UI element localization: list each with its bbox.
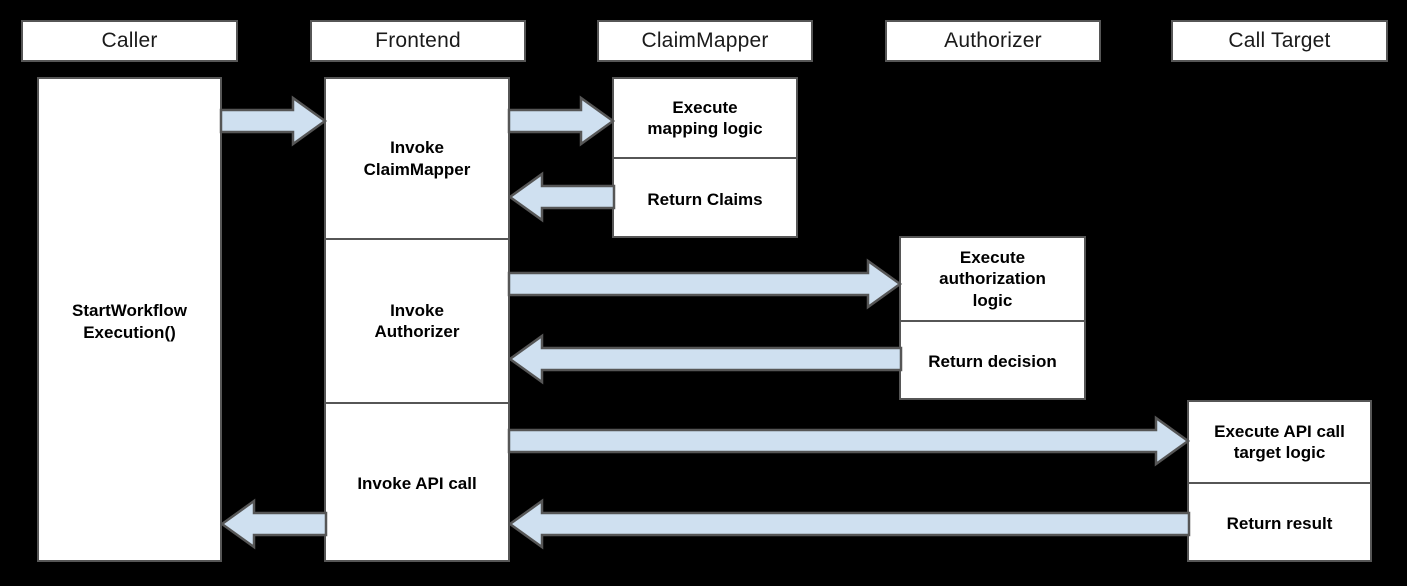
lifeline-header-frontend[interactable]: Frontend xyxy=(310,20,526,62)
lifeline-header-calltarget-label: Call Target xyxy=(1228,29,1331,52)
lifeline-header-calltarget[interactable]: Call Target xyxy=(1171,20,1388,62)
message-arrow-frontend-to-calltarget[interactable] xyxy=(507,415,1191,467)
lifeline-header-authorizer-label: Authorizer xyxy=(944,29,1042,52)
message-arrow-authorizer-to-frontend[interactable] xyxy=(507,333,903,385)
lifeline-header-caller-label: Caller xyxy=(101,29,158,52)
lifeline-header-caller[interactable]: Caller xyxy=(21,20,238,62)
message-arrow-caller-to-frontend[interactable] xyxy=(219,95,328,147)
lifeline-header-frontend-label: Frontend xyxy=(375,29,461,52)
lifeline-header-claimmapper[interactable]: ClaimMapper xyxy=(597,20,813,62)
activation-frontend-segment-invoke-api-call: Invoke API call xyxy=(326,402,508,564)
message-arrow-calltarget-to-frontend[interactable] xyxy=(507,498,1191,550)
message-arrow-frontend-to-claimmapper[interactable] xyxy=(507,95,616,147)
activation-claimmapper-segment-return-claims: Return Claims xyxy=(614,157,796,240)
message-arrow-claimmapper-to-frontend[interactable] xyxy=(507,171,616,223)
activation-calltarget-segment-return-result: Return result xyxy=(1189,482,1370,564)
lifeline-header-claimmapper-label: ClaimMapper xyxy=(641,29,769,52)
message-arrow-frontend-to-authorizer[interactable] xyxy=(507,258,903,310)
message-arrow-frontend-to-caller[interactable] xyxy=(219,498,328,550)
lifeline-header-authorizer[interactable]: Authorizer xyxy=(885,20,1101,62)
activation-authorizer-segment-return-decision: Return decision xyxy=(901,320,1084,402)
